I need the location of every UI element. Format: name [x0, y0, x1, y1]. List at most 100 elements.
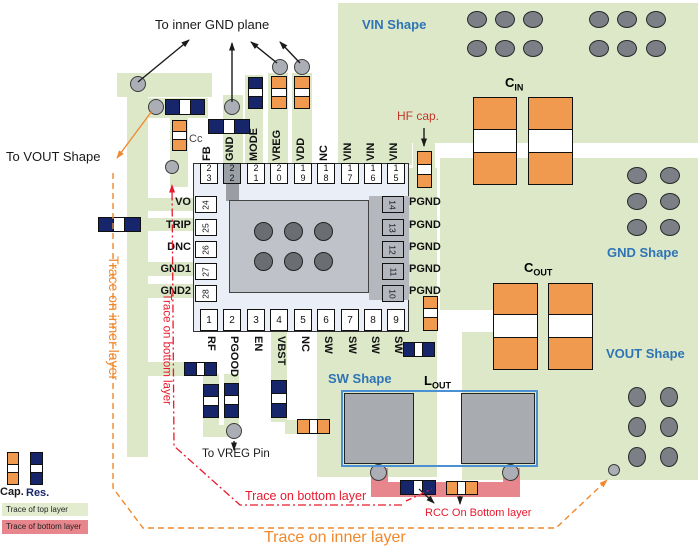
inductor-pad-right	[461, 393, 535, 464]
resistor-pgood-pullup	[224, 383, 239, 418]
pin-label-vreg: VREG	[271, 129, 283, 161]
trace-bottom-layer-label-v: Trace on bottom layer	[160, 293, 173, 405]
via-cc-bottom-trace	[165, 160, 179, 174]
pin-1: 1	[200, 309, 218, 331]
pin-19: 19	[294, 163, 312, 184]
ic-thermal-pad	[229, 200, 369, 293]
cin-label: CIN	[505, 75, 524, 93]
pin-4: 4	[270, 309, 288, 331]
capacitor-vdd	[294, 76, 310, 109]
pin-5: 5	[294, 309, 312, 331]
via-vout-inner	[608, 464, 620, 476]
pin-26: 26	[195, 241, 217, 258]
cout-capacitor-1	[493, 283, 538, 370]
pin-label-vin1: VIN	[342, 142, 354, 161]
cin-capacitor-2	[528, 97, 573, 186]
pin-6: 6	[317, 309, 335, 331]
vout-shape-label: VOUT Shape	[606, 346, 685, 361]
pin-label-vo: VO	[175, 196, 191, 208]
pin-28: 28	[195, 285, 217, 302]
legend-cap-label: Cap.	[0, 486, 24, 498]
vin-copper-shape	[338, 3, 698, 143]
trace-inner-layer-label-h: Trace on inner layer	[264, 529, 406, 546]
cout-label: COUT	[524, 260, 553, 278]
via	[646, 40, 666, 57]
pin-label-mode: MODE	[248, 128, 260, 161]
pin-label-gnd2: GND2	[160, 285, 191, 297]
thermal-via	[254, 222, 273, 241]
to-inner-gnd-plane-label: To inner GND plane	[155, 17, 270, 32]
via	[660, 219, 680, 236]
pin-21: 21	[247, 163, 265, 184]
pin-10: 10	[382, 285, 404, 302]
vin-copper-extension	[338, 140, 412, 165]
gnd-shape-label: GND Shape	[607, 245, 679, 260]
legend-bottom-layer: Trace of bottom layer	[2, 520, 88, 534]
via	[467, 11, 487, 28]
resistor-rf-pulldown	[203, 384, 219, 418]
rcc-on-bottom-layer-label: RCC On Bottom layer	[425, 507, 532, 519]
pin-25: 25	[195, 219, 217, 236]
via	[467, 40, 487, 57]
capacitor-vbst	[297, 419, 330, 434]
pin-24: 24	[195, 196, 217, 213]
capacitor-pgnd	[423, 296, 438, 331]
pin-label-nc-top: NC	[318, 145, 330, 161]
vin-shape-label: VIN Shape	[362, 17, 427, 32]
pin-8: 8	[364, 309, 382, 331]
legend-capacitor-symbol	[7, 452, 19, 485]
to-vreg-pin-label: To VREG Pin	[202, 448, 270, 460]
pin-7: 7	[341, 309, 359, 331]
pin-15: 15	[387, 163, 405, 184]
thermal-via	[284, 222, 303, 241]
via	[660, 387, 678, 407]
via	[660, 417, 678, 437]
via-vout-trace	[148, 99, 164, 115]
capacitor-cc	[172, 120, 187, 151]
cout-capacitor-2	[548, 283, 593, 370]
pin-label-vin2: VIN	[365, 142, 377, 161]
via	[523, 11, 543, 28]
thermal-via	[254, 252, 273, 271]
pin-17: 17	[341, 163, 359, 184]
legend-res-label: Res.	[26, 487, 50, 499]
pin-label-pgnd-14: PGND	[409, 196, 441, 208]
legend-resistor-symbol	[30, 452, 43, 485]
via	[495, 40, 515, 57]
via	[617, 11, 637, 28]
pin-label-pgnd-13: PGND	[409, 219, 441, 231]
pin-9: 9	[387, 309, 405, 331]
via	[660, 193, 680, 210]
via	[627, 193, 647, 210]
pin-14: 14	[382, 196, 404, 213]
resistor-rf	[184, 362, 217, 376]
pin-22: 22	[223, 163, 241, 184]
via	[589, 11, 609, 28]
pin-label-pgnd-12: PGND	[409, 241, 441, 253]
resistor-fb-gnd	[208, 119, 250, 134]
resistor-trip	[98, 217, 142, 232]
via	[627, 219, 647, 236]
to-vout-shape-label: To VOUT Shape	[6, 149, 101, 164]
via-gnd-plane-1	[130, 76, 146, 92]
via	[660, 167, 680, 184]
pin-label-gnd1: GND1	[160, 263, 191, 275]
hf-cap-label: HF cap.	[397, 109, 440, 123]
pin-label-pgnd-11: PGND	[409, 263, 441, 275]
via	[628, 387, 646, 407]
via	[589, 40, 609, 57]
thermal-via	[284, 252, 303, 271]
capacitor-vreg	[271, 76, 287, 109]
resistor-rcc	[400, 480, 436, 495]
via	[628, 447, 646, 467]
pin-16: 16	[364, 163, 382, 184]
sw-shape-label: SW Shape	[328, 371, 392, 386]
resistor-sw	[403, 342, 435, 357]
via	[495, 11, 515, 28]
pin-20: 20	[270, 163, 288, 184]
trace-bottom-layer-label-h: Trace on bottom layer	[245, 489, 367, 503]
pin-label-vdd: VDD	[295, 137, 307, 161]
via	[523, 40, 543, 57]
pin-2: 2	[223, 309, 241, 331]
